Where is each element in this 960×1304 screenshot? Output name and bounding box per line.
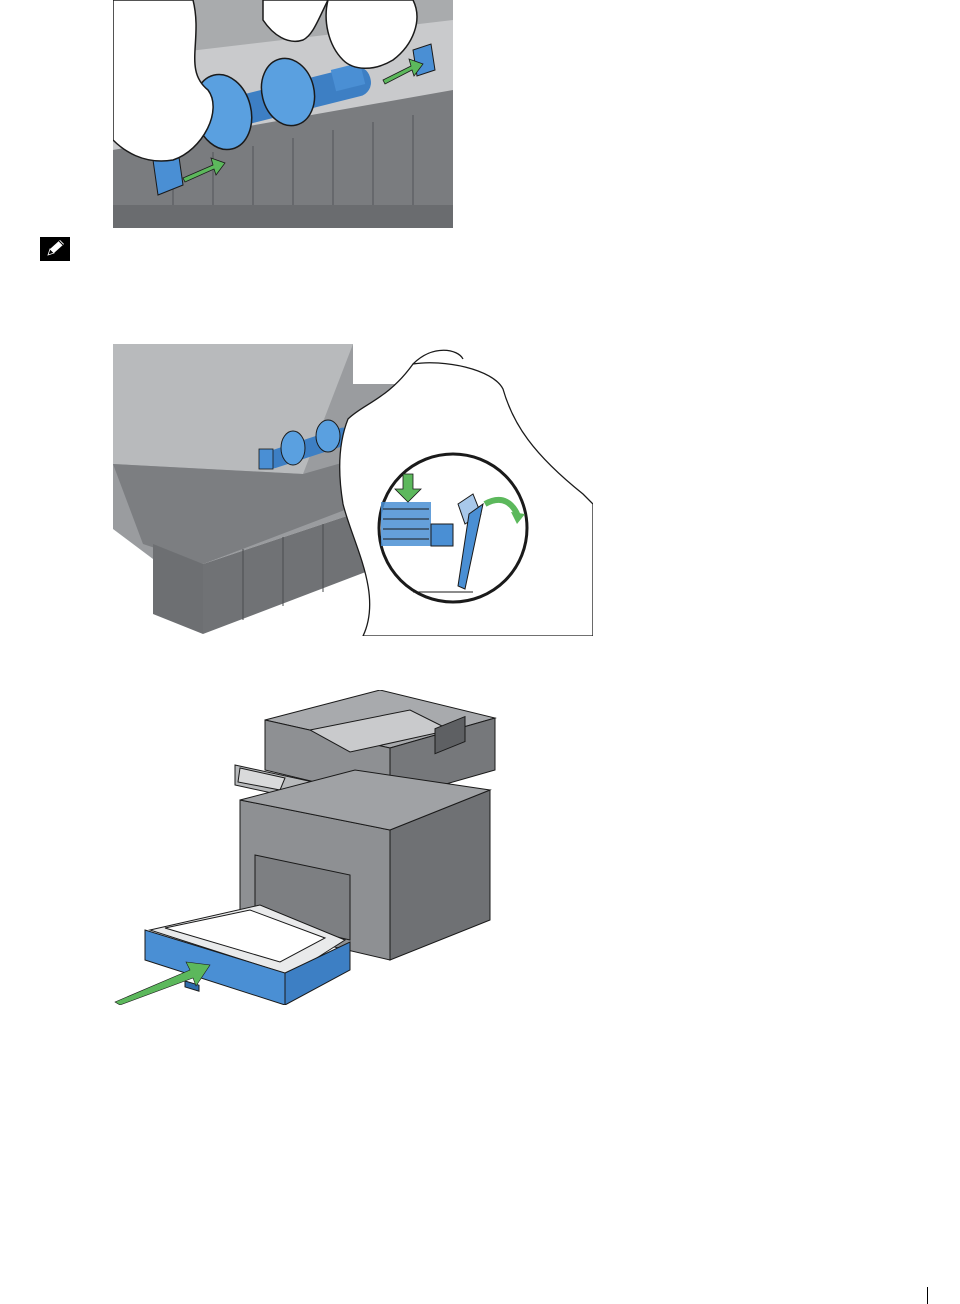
roller-install-illustration <box>113 0 453 228</box>
roller-install-figure <box>113 0 453 228</box>
roller-lock-detail-figure <box>113 344 593 636</box>
roller-lock-illustration <box>113 344 593 636</box>
note-pencil-icon <box>40 237 70 261</box>
page-number-divider <box>927 1287 928 1304</box>
lock-detail-circle <box>379 454 527 602</box>
insert-arrow <box>115 962 210 1005</box>
tray-insert-figure <box>110 690 500 1005</box>
tray-insert-illustration <box>110 690 500 1005</box>
